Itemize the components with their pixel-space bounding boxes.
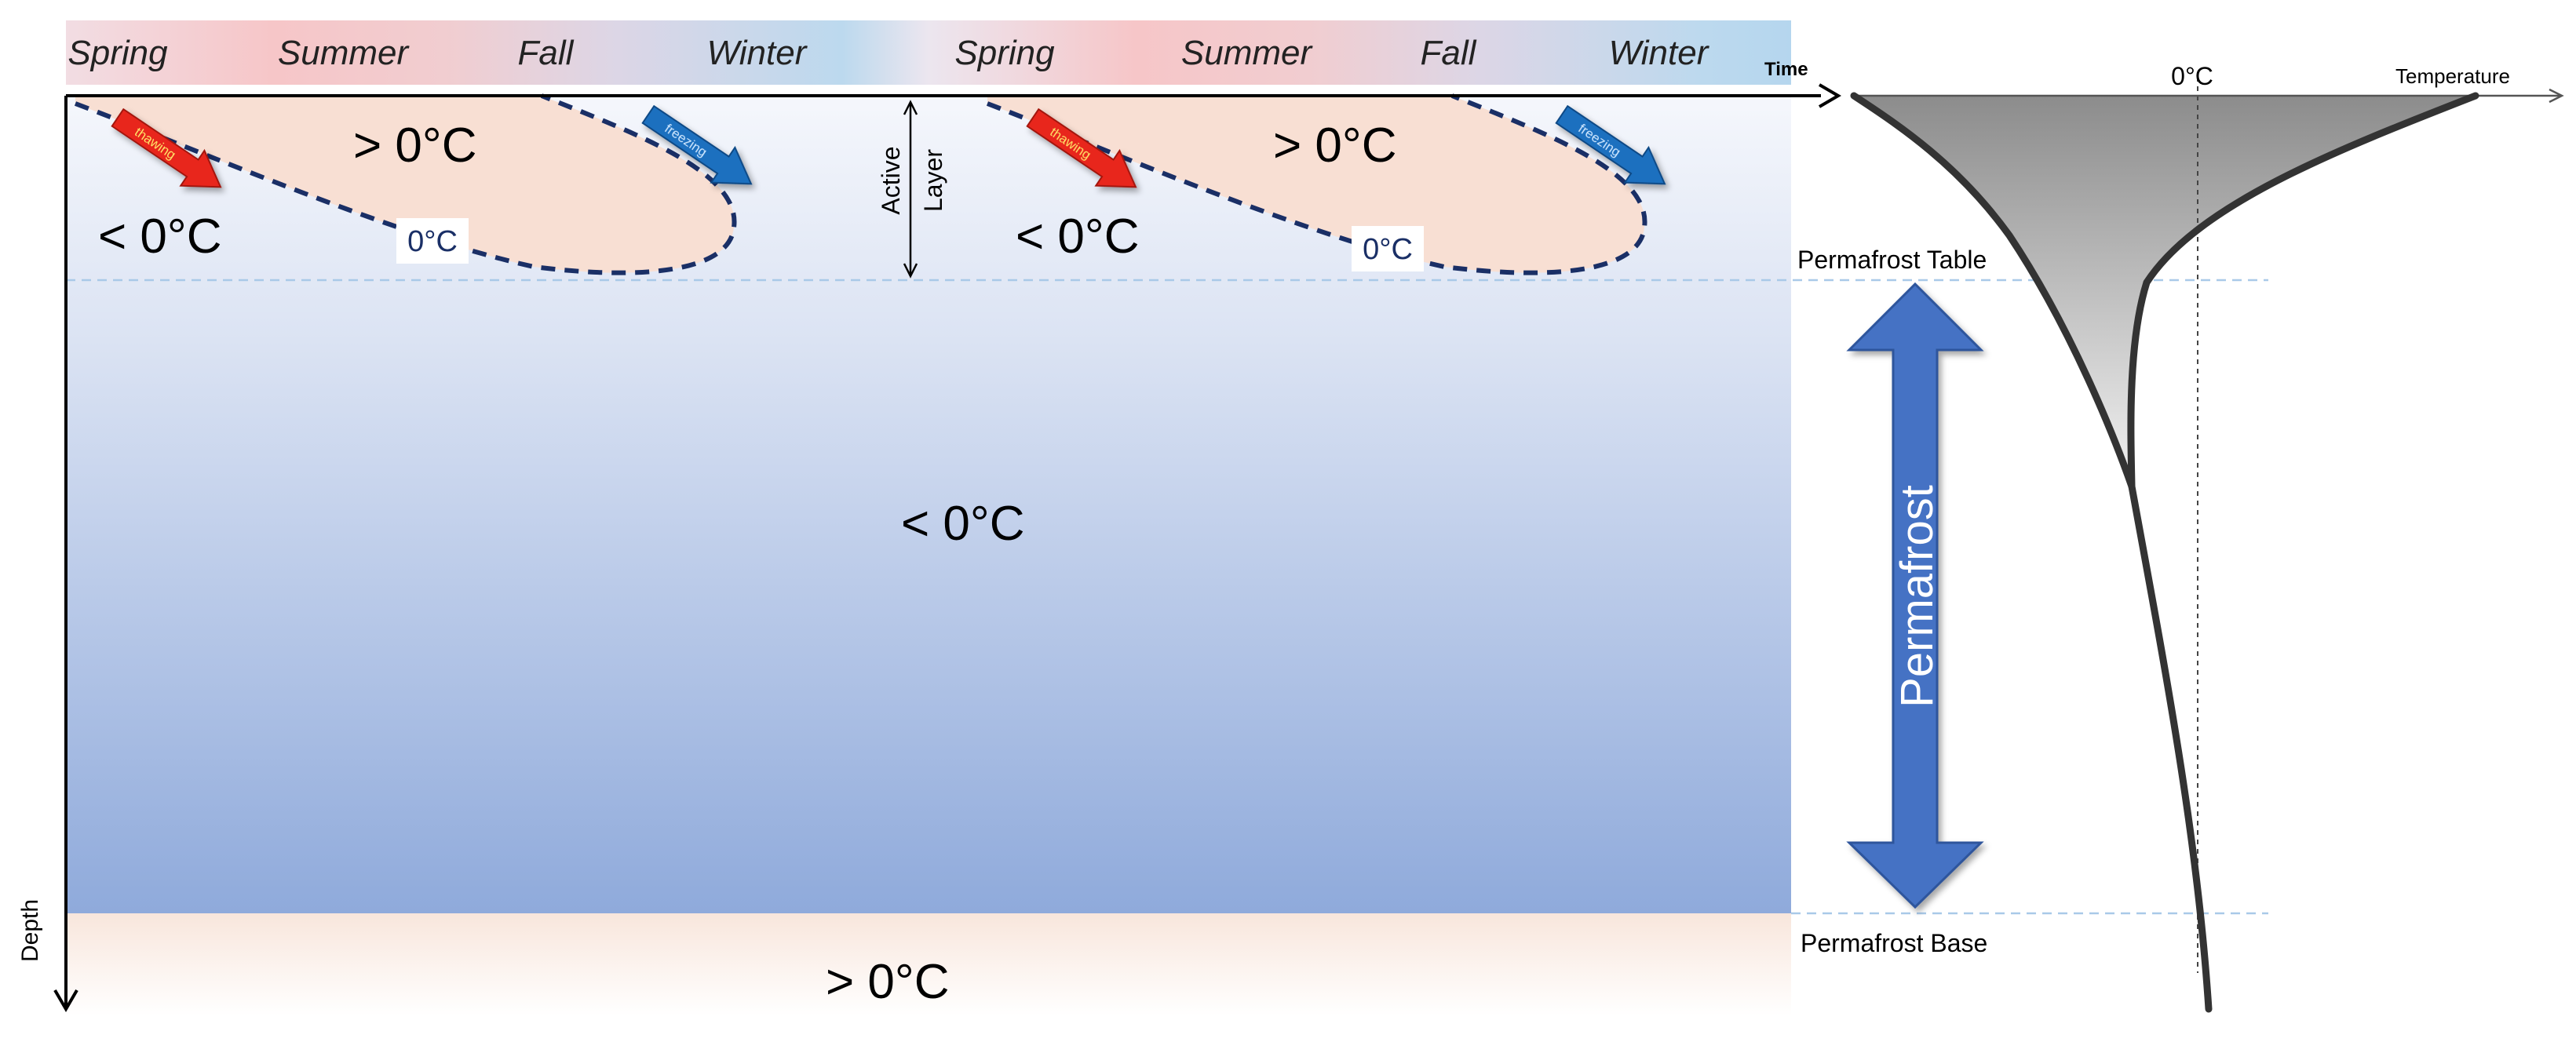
depth-axis-arrowhead: [53, 989, 78, 1012]
zero-degree-label: 0°C: [2171, 62, 2213, 90]
active-layer-label: Active: [877, 146, 905, 214]
season-label: Fall: [1421, 34, 1477, 72]
zero-isotherm: [986, 93, 1647, 275]
temperature-axis-arrowhead: [2549, 88, 2564, 104]
zero-isotherm: [74, 93, 737, 275]
permafrost-base-label: Permafrost Base: [1801, 929, 1987, 957]
permafrost-table-label: Permafrost Table: [1797, 246, 1987, 274]
season-label: Winter: [1609, 34, 1710, 72]
season-label: Spring: [68, 34, 168, 72]
isotherm-label: 0°C: [407, 225, 458, 258]
temperature-envelope: [1854, 96, 2476, 486]
permafrost-temperature-label: < 0°C: [901, 497, 1024, 551]
thawed-surface-label: > 0°C: [1273, 118, 1396, 173]
active-layer-label: Layer: [919, 149, 947, 212]
season-label: Summer: [278, 34, 410, 72]
minimum-temperature-curve: [1850, 92, 2213, 1013]
temperature-axis-label: Temperature: [2395, 64, 2510, 88]
season-label: Summer: [1181, 34, 1314, 72]
thaw-region: [75, 96, 735, 273]
season-label: Winter: [707, 34, 808, 72]
thaw-region: [987, 96, 1645, 273]
season-label: Spring: [954, 34, 1055, 72]
season-label: Fall: [518, 34, 575, 72]
depth-axis-label: Depth: [17, 899, 43, 962]
below-base-temperature-label: > 0°C: [826, 955, 949, 1009]
frozen-surface-label: < 0°C: [1016, 209, 1139, 264]
time-axis-label: Time: [1764, 59, 1808, 80]
season-band: [66, 20, 1791, 85]
isotherm-label-box: [396, 218, 469, 264]
isotherm-label-box: [1352, 226, 1424, 271]
thawed-surface-label: > 0°C: [353, 118, 476, 173]
permafrost-thickness-arrow: [1846, 282, 1984, 909]
permafrost-label: Permafrost: [1892, 485, 1943, 708]
maximum-temperature-curve: [2127, 92, 2479, 490]
frozen-surface-label: < 0°C: [98, 209, 221, 264]
sub-permafrost-zone: [66, 913, 1791, 1015]
isotherm-label: 0°C: [1363, 233, 1413, 266]
time-axis-arrowhead: [1818, 83, 1841, 108]
